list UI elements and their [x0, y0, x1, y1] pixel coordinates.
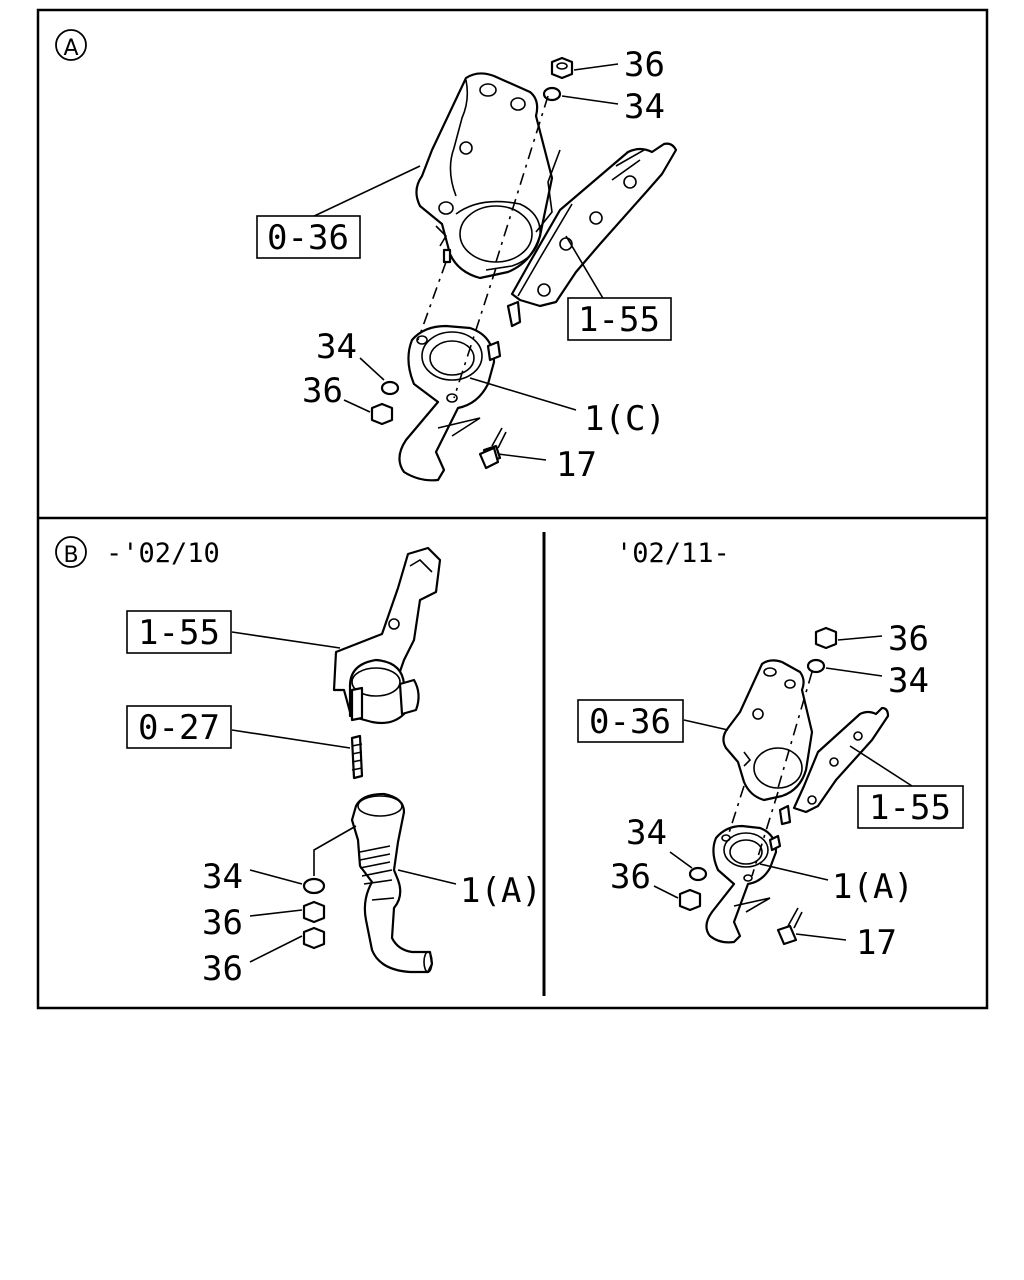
leader-a-1c: [469, 377, 577, 411]
label-br-17: 17: [856, 923, 897, 963]
bolt-17-b-right: [776, 907, 803, 946]
leader-b-1a: [397, 869, 457, 885]
diagram-frame: [36, 8, 989, 1010]
leader-br-36: [837, 635, 883, 641]
washer-34-b-left: [302, 877, 326, 895]
label-box-b-0-27: [126, 705, 232, 749]
section-b-left: B -'02/10: [55, 536, 542, 989]
label-a-1c: 1(C): [584, 399, 666, 439]
washer-34-left: [380, 380, 400, 396]
leader-a-34: [561, 95, 619, 105]
turbo-housing-b-right: [722, 659, 814, 802]
centerline-b-right-2: [727, 785, 745, 837]
label-box-br-0-36: [577, 699, 684, 743]
section-b-right: '02/11-: [577, 538, 964, 963]
assembly-centerline-a1: [495, 95, 549, 263]
label-a-1-55: 1-55: [578, 300, 660, 340]
leader-a-36: [573, 63, 619, 71]
section-a: A: [55, 29, 678, 485]
label-box-br-1-55: [857, 785, 964, 829]
washer-34-b-right-top: [806, 658, 826, 674]
nut-36-b-right-left: [678, 888, 702, 912]
bolt-17: [478, 427, 507, 470]
leader-a-0-36: [309, 165, 421, 219]
label-box-b-1-55: [126, 610, 232, 654]
centerline-b-left: [313, 825, 357, 876]
leader-br-34: [825, 667, 883, 677]
label-br-34: 34: [888, 661, 929, 701]
section-b-right-note: '02/11-: [616, 538, 730, 569]
leader-a-36-left: [343, 399, 371, 413]
label-b-1-55: 1-55: [138, 613, 220, 653]
leader-b-34: [249, 869, 303, 885]
label-a-17: 17: [556, 445, 597, 485]
label-b-0-27: 0-27: [138, 708, 220, 748]
leader-br-0-36: [683, 719, 729, 731]
label-b-1a: 1(A): [460, 871, 542, 911]
flex-pipe: [350, 792, 434, 974]
exhaust-pipe-flange: [398, 324, 502, 482]
assembly-centerline-a4: [535, 149, 561, 233]
label-b-36-1: 36: [202, 903, 243, 943]
label-a-34: 34: [624, 87, 665, 127]
section-b-marker: B: [63, 543, 78, 568]
leader-b-36-1: [249, 909, 303, 917]
nut-36-b-left-1: [302, 900, 326, 924]
turbo-housing: [415, 72, 554, 280]
section-a-marker-circle: [55, 29, 87, 61]
leader-br-17: [795, 933, 847, 941]
centerline-b-right-1: [777, 671, 813, 789]
leader-br-34-left: [669, 851, 693, 869]
nut-36-b-left-2: [302, 926, 326, 950]
assembly-centerline-a3: [453, 267, 497, 399]
nut-36-b-right-top: [814, 626, 838, 650]
label-box-a-0-36: [256, 215, 361, 259]
leader-br-36-left: [653, 885, 679, 899]
exhaust-pipe-flange-b-right: [705, 824, 782, 944]
label-br-36: 36: [888, 619, 929, 659]
label-b-34: 34: [202, 857, 243, 897]
leader-a-1-55: [565, 235, 605, 301]
leader-a-34-left: [359, 357, 385, 381]
nut-36-top: [550, 56, 574, 80]
section-b-marker-circle: [55, 536, 87, 568]
label-a-0-36: 0-36: [267, 218, 349, 258]
centerline-b-right-3: [751, 791, 779, 877]
mounting-bracket: [506, 142, 678, 328]
washer-34-top: [542, 86, 562, 102]
nut-36-left: [370, 402, 394, 426]
label-b-36-2: 36: [202, 949, 243, 989]
leader-b-1-55: [231, 631, 341, 649]
washer-34-b-right-left: [688, 866, 708, 882]
section-b-left-note: -'02/10: [106, 538, 220, 569]
section-a-marker: A: [63, 36, 78, 61]
mounting-bracket-b-right: [778, 706, 890, 826]
label-a-34-left: 34: [316, 327, 357, 367]
label-a-36: 36: [624, 45, 665, 85]
leader-br-1a: [759, 863, 829, 881]
label-br-0-36: 0-36: [589, 702, 671, 742]
leader-a-17: [497, 453, 547, 461]
label-br-1a: 1(A): [832, 867, 914, 907]
leader-b-0-27: [231, 729, 351, 749]
label-box-a-1-55: [567, 297, 672, 341]
leader-b-36-2: [249, 935, 303, 963]
label-br-36-left: 36: [610, 857, 651, 897]
leader-br-1-55: [849, 745, 913, 787]
stud-0-27: [350, 734, 364, 780]
label-br-34-left: 34: [626, 813, 667, 853]
label-br-1-55: 1-55: [869, 788, 951, 828]
label-a-36-left: 36: [302, 371, 343, 411]
bracket-elbow-assembly: [332, 546, 442, 725]
